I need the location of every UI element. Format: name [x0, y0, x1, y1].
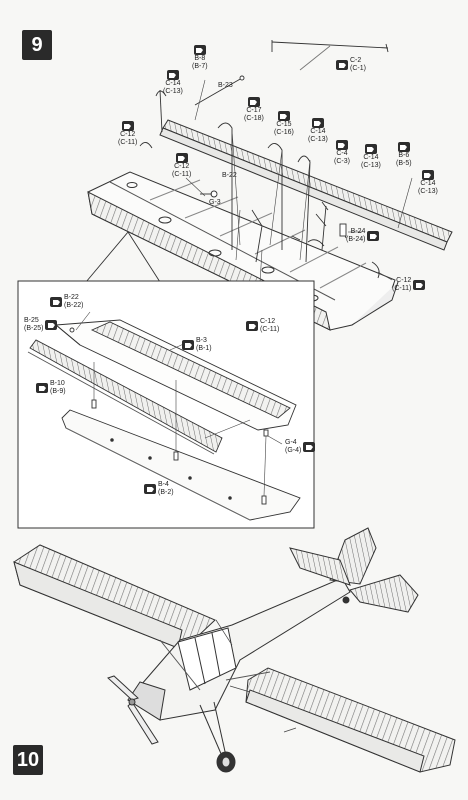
step-number-badge: 10: [13, 745, 43, 775]
cement-icon: [193, 45, 206, 55]
cement-icon: [121, 121, 134, 131]
part-callout-b24: B-24(B-24): [346, 228, 380, 244]
inset-wing-parts: [27, 319, 301, 521]
part-callout-c2: C-2(C-1): [336, 57, 366, 73]
cement-icon: [367, 231, 380, 241]
aircraft-step10: [13, 527, 456, 773]
part-callout-c15: C-15(C-16): [274, 111, 294, 137]
part-callout-c12: C-12(C-11): [246, 318, 279, 334]
cement-icon: [247, 97, 260, 107]
part-callout-b23: B-23: [218, 82, 233, 89]
part-callout-c12: C-12(C-11): [172, 153, 191, 179]
part-callout-c12: C-12(C-11): [392, 277, 426, 293]
inset-leader-lines: [75, 311, 283, 497]
part-callout-b22: B-22(B-22): [50, 294, 83, 310]
part-callout-b22: B-22: [222, 172, 237, 179]
part-callout-b25: B-25(B-25): [24, 317, 58, 333]
cement-icon: [364, 144, 377, 154]
cement-icon: [36, 383, 48, 393]
cement-icon: [311, 118, 324, 128]
part-callout-g3: G-3: [209, 199, 221, 206]
part-callout-b3: B-3(B-1): [182, 337, 212, 353]
cement-icon: [246, 321, 258, 331]
part-callout-c12: C-12(C-11): [118, 121, 137, 147]
step-number-badge: 9: [22, 30, 52, 60]
cement-icon: [277, 111, 290, 121]
part-callout-c14: C-14(C-13): [418, 170, 438, 196]
cement-icon: [421, 170, 434, 180]
cement-icon: [50, 297, 62, 307]
cement-icon: [336, 60, 348, 70]
part-callout-c14: C-14(C-13): [163, 70, 183, 96]
leader-lines-step10: [215, 619, 297, 733]
part-callout-b8: B-8(B-7): [192, 45, 208, 71]
cement-icon: [335, 140, 348, 150]
part-callout-c4: C-4(C-3): [334, 140, 350, 166]
part-callout-c14: C-14(C-13): [308, 118, 328, 144]
part-callout-g4: G-4(G-4): [285, 439, 316, 455]
zoom-connector: [85, 231, 161, 283]
cement-icon: [182, 340, 194, 350]
cement-icon: [303, 442, 316, 452]
part-callout-b10: B-10(B-9): [36, 380, 66, 396]
part-callout-c17: C-17(C-18): [244, 97, 264, 123]
cement-icon: [144, 484, 156, 494]
part-callout-c14: C-14(C-13): [361, 144, 381, 170]
cement-icon: [175, 153, 188, 163]
cement-icon: [45, 320, 58, 330]
part-callout-b6: B-6(B-5): [396, 142, 412, 168]
part-callout-b4: B-4(B-2): [144, 481, 174, 497]
cement-icon: [413, 280, 426, 290]
cement-icon: [166, 70, 179, 80]
cement-icon: [397, 142, 410, 152]
